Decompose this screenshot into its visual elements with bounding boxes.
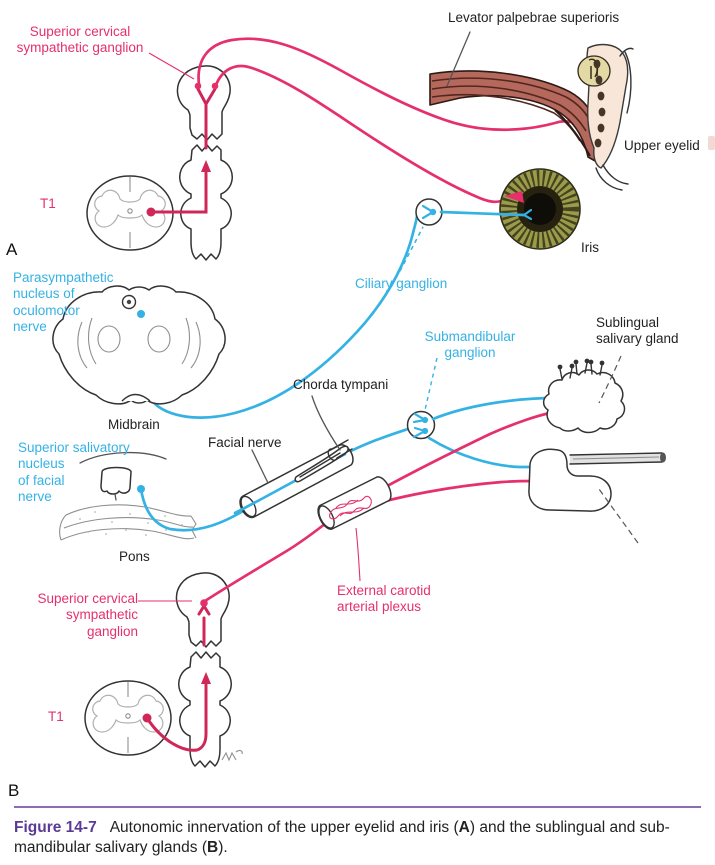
sympathetic-chain-b [175, 572, 243, 768]
label-midbrain: Midbrain [108, 417, 160, 432]
label-superior-cervical-ganglion-a: Superior cervical sympathetic ganglion [16, 24, 144, 56]
caption-line-2: mandibular salivary glands (B). [14, 838, 706, 858]
pons-stipple [79, 511, 183, 536]
upper-eyelid-drawing [577, 43, 634, 191]
label-iris: Iris [581, 240, 599, 255]
leader-facial [251, 449, 269, 484]
tarsal-gland-dots [593, 59, 606, 148]
figure-number: Figure 14-7 [14, 819, 97, 836]
panel-letter-a: A [6, 240, 18, 259]
caption-text: ). [218, 839, 228, 857]
spinal-cord-section-b [84, 680, 172, 756]
caption-text: mandibular salivary glands ( [14, 839, 207, 857]
sublingual-ducts [557, 358, 605, 380]
levator-muscle [429, 70, 601, 163]
leader-sublingual [598, 355, 622, 404]
caption-text: ) and the sublingual and sub- [469, 819, 670, 836]
label-t1-a: T1 [40, 196, 56, 211]
diagram-artwork [52, 31, 715, 768]
label-sublingual-gland: Sublingual salivary gland [596, 315, 679, 347]
leader-scg-a [148, 52, 195, 80]
iris-drawing [499, 168, 581, 250]
label-external-carotid-plexus: External carotid arterial plexus [337, 583, 431, 615]
caption-line-1: Figure 14-7 Autonomic innervation of the … [14, 818, 706, 838]
leader-lines [138, 31, 639, 602]
label-pons: Pons [119, 549, 150, 564]
midbrain-section [52, 285, 226, 405]
sympathetic-postganglionic-a [197, 37, 572, 204]
caption-bold-b: B [206, 839, 219, 857]
external-carotid-plexus-drawing [317, 476, 392, 582]
figure-caption: Figure 14-7 Autonomic innervation of the … [14, 818, 706, 859]
illustrator-mark [221, 749, 243, 762]
label-superior-salivatory-nucleus: Superior salivatory nucleus of facial ne… [18, 440, 130, 505]
facial-nerve-drawing [233, 439, 354, 519]
caption-text: Autonomic innervation of the upper eyeli… [109, 819, 459, 836]
panel-letter-b: B [8, 781, 20, 800]
caption-bold-a: A [458, 819, 470, 836]
leader-ciliary [399, 226, 424, 272]
submandibular-gland-drawing [528, 448, 666, 512]
page-edge-artifact [708, 136, 715, 150]
sublingual-gland-drawing [542, 358, 626, 434]
label-ciliary-ganglion: Ciliary ganglion [355, 276, 448, 291]
label-submandibular-ganglion: Submandibular ganglion [424, 329, 516, 361]
leader-submandibular-gland [598, 488, 639, 544]
label-facial-nerve: Facial nerve [208, 435, 282, 450]
label-parasympathetic-nucleus: Parasympathetic nucleus of oculomotor ne… [13, 270, 114, 335]
label-upper-eyelid: Upper eyelid [624, 138, 700, 153]
leader-chorda [311, 395, 341, 451]
label-levator-palpebrae: Levator palpebrae superioris [448, 10, 620, 25]
caption-rule [14, 806, 701, 808]
label-superior-cervical-ganglion-b: Superior cervical sympathetic ganglion [37, 591, 138, 639]
label-chorda-tympani: Chorda tympani [293, 377, 389, 392]
submandibular-ganglion-drawing [406, 357, 438, 440]
leader-levator [446, 31, 471, 87]
label-t1-b: T1 [48, 709, 64, 724]
